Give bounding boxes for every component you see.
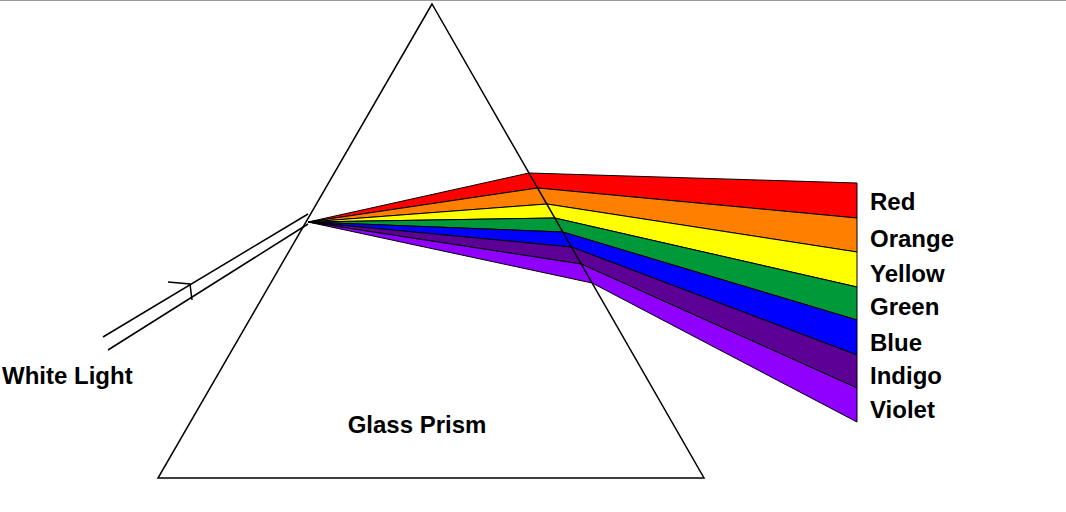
color-band [308, 222, 857, 422]
color-label: Blue [870, 329, 922, 357]
light-ray [103, 214, 308, 337]
prism-outline [158, 4, 704, 478]
light-label: White Light [2, 362, 133, 390]
color-label: Indigo [870, 362, 942, 390]
color-label: Red [870, 188, 915, 216]
color-label: Green [870, 293, 939, 321]
color-label: Orange [870, 225, 954, 253]
color-label: Violet [870, 396, 935, 424]
light-ray [108, 224, 308, 350]
color-label: Yellow [870, 260, 945, 288]
ray-arrow [168, 282, 192, 300]
top-rule [0, 0, 1066, 1]
prism-shape: Glass Prism [158, 4, 704, 478]
prism-outline [158, 4, 704, 478]
prism-label: Glass Prism [348, 411, 487, 439]
spectrum-bands [308, 173, 857, 422]
